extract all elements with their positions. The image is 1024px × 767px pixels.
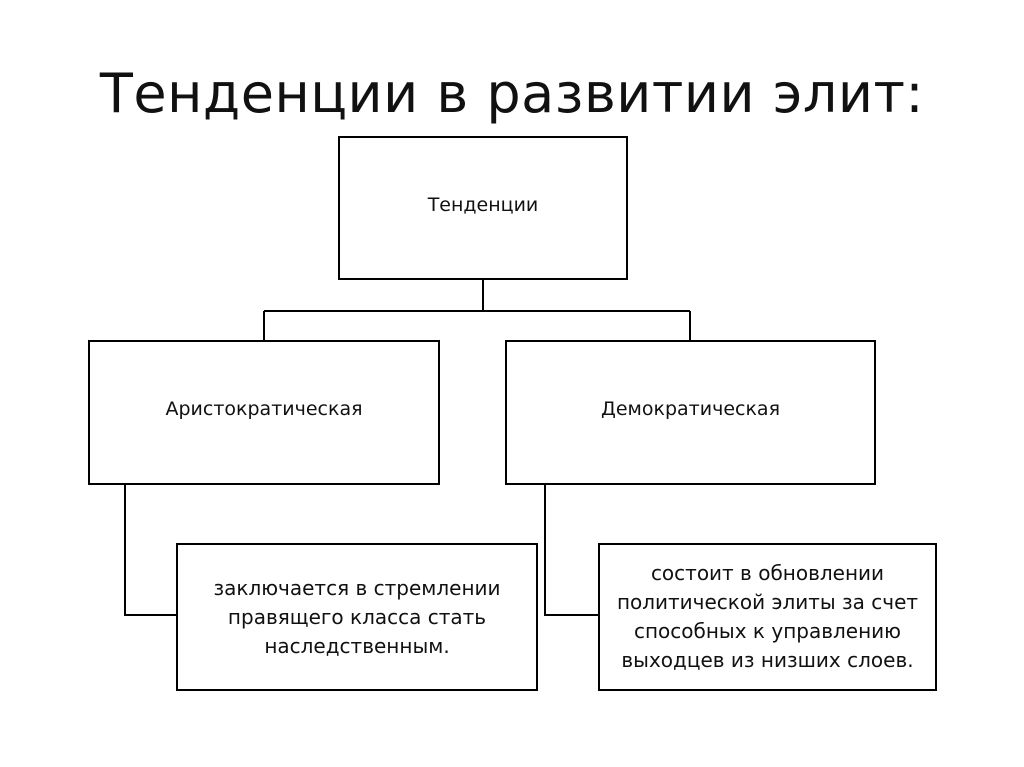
aristocratic-node-label: Аристократическая	[165, 397, 363, 420]
democratic-node-label: Демократическая	[601, 397, 780, 420]
aristocratic-description-box: заключается в стремлении правящего класс…	[176, 543, 538, 691]
aristocratic-node-box: Аристократическая	[88, 340, 440, 485]
aristocratic-description-text: заключается в стремлении правящего класс…	[213, 575, 501, 658]
connector-right-elbow	[544, 485, 598, 616]
connector-left-elbow	[124, 485, 176, 616]
democratic-description-text: состоит в обновлении политической элиты …	[616, 561, 919, 672]
slide-title: Тенденции в развитии элит:	[99, 62, 925, 125]
democratic-node-box: Демократическая	[505, 340, 876, 485]
root-node-label: Тенденции	[427, 194, 539, 216]
democratic-description-box: состоит в обновлении политической элиты …	[598, 543, 937, 691]
root-node-box: Тенденции	[338, 136, 628, 280]
